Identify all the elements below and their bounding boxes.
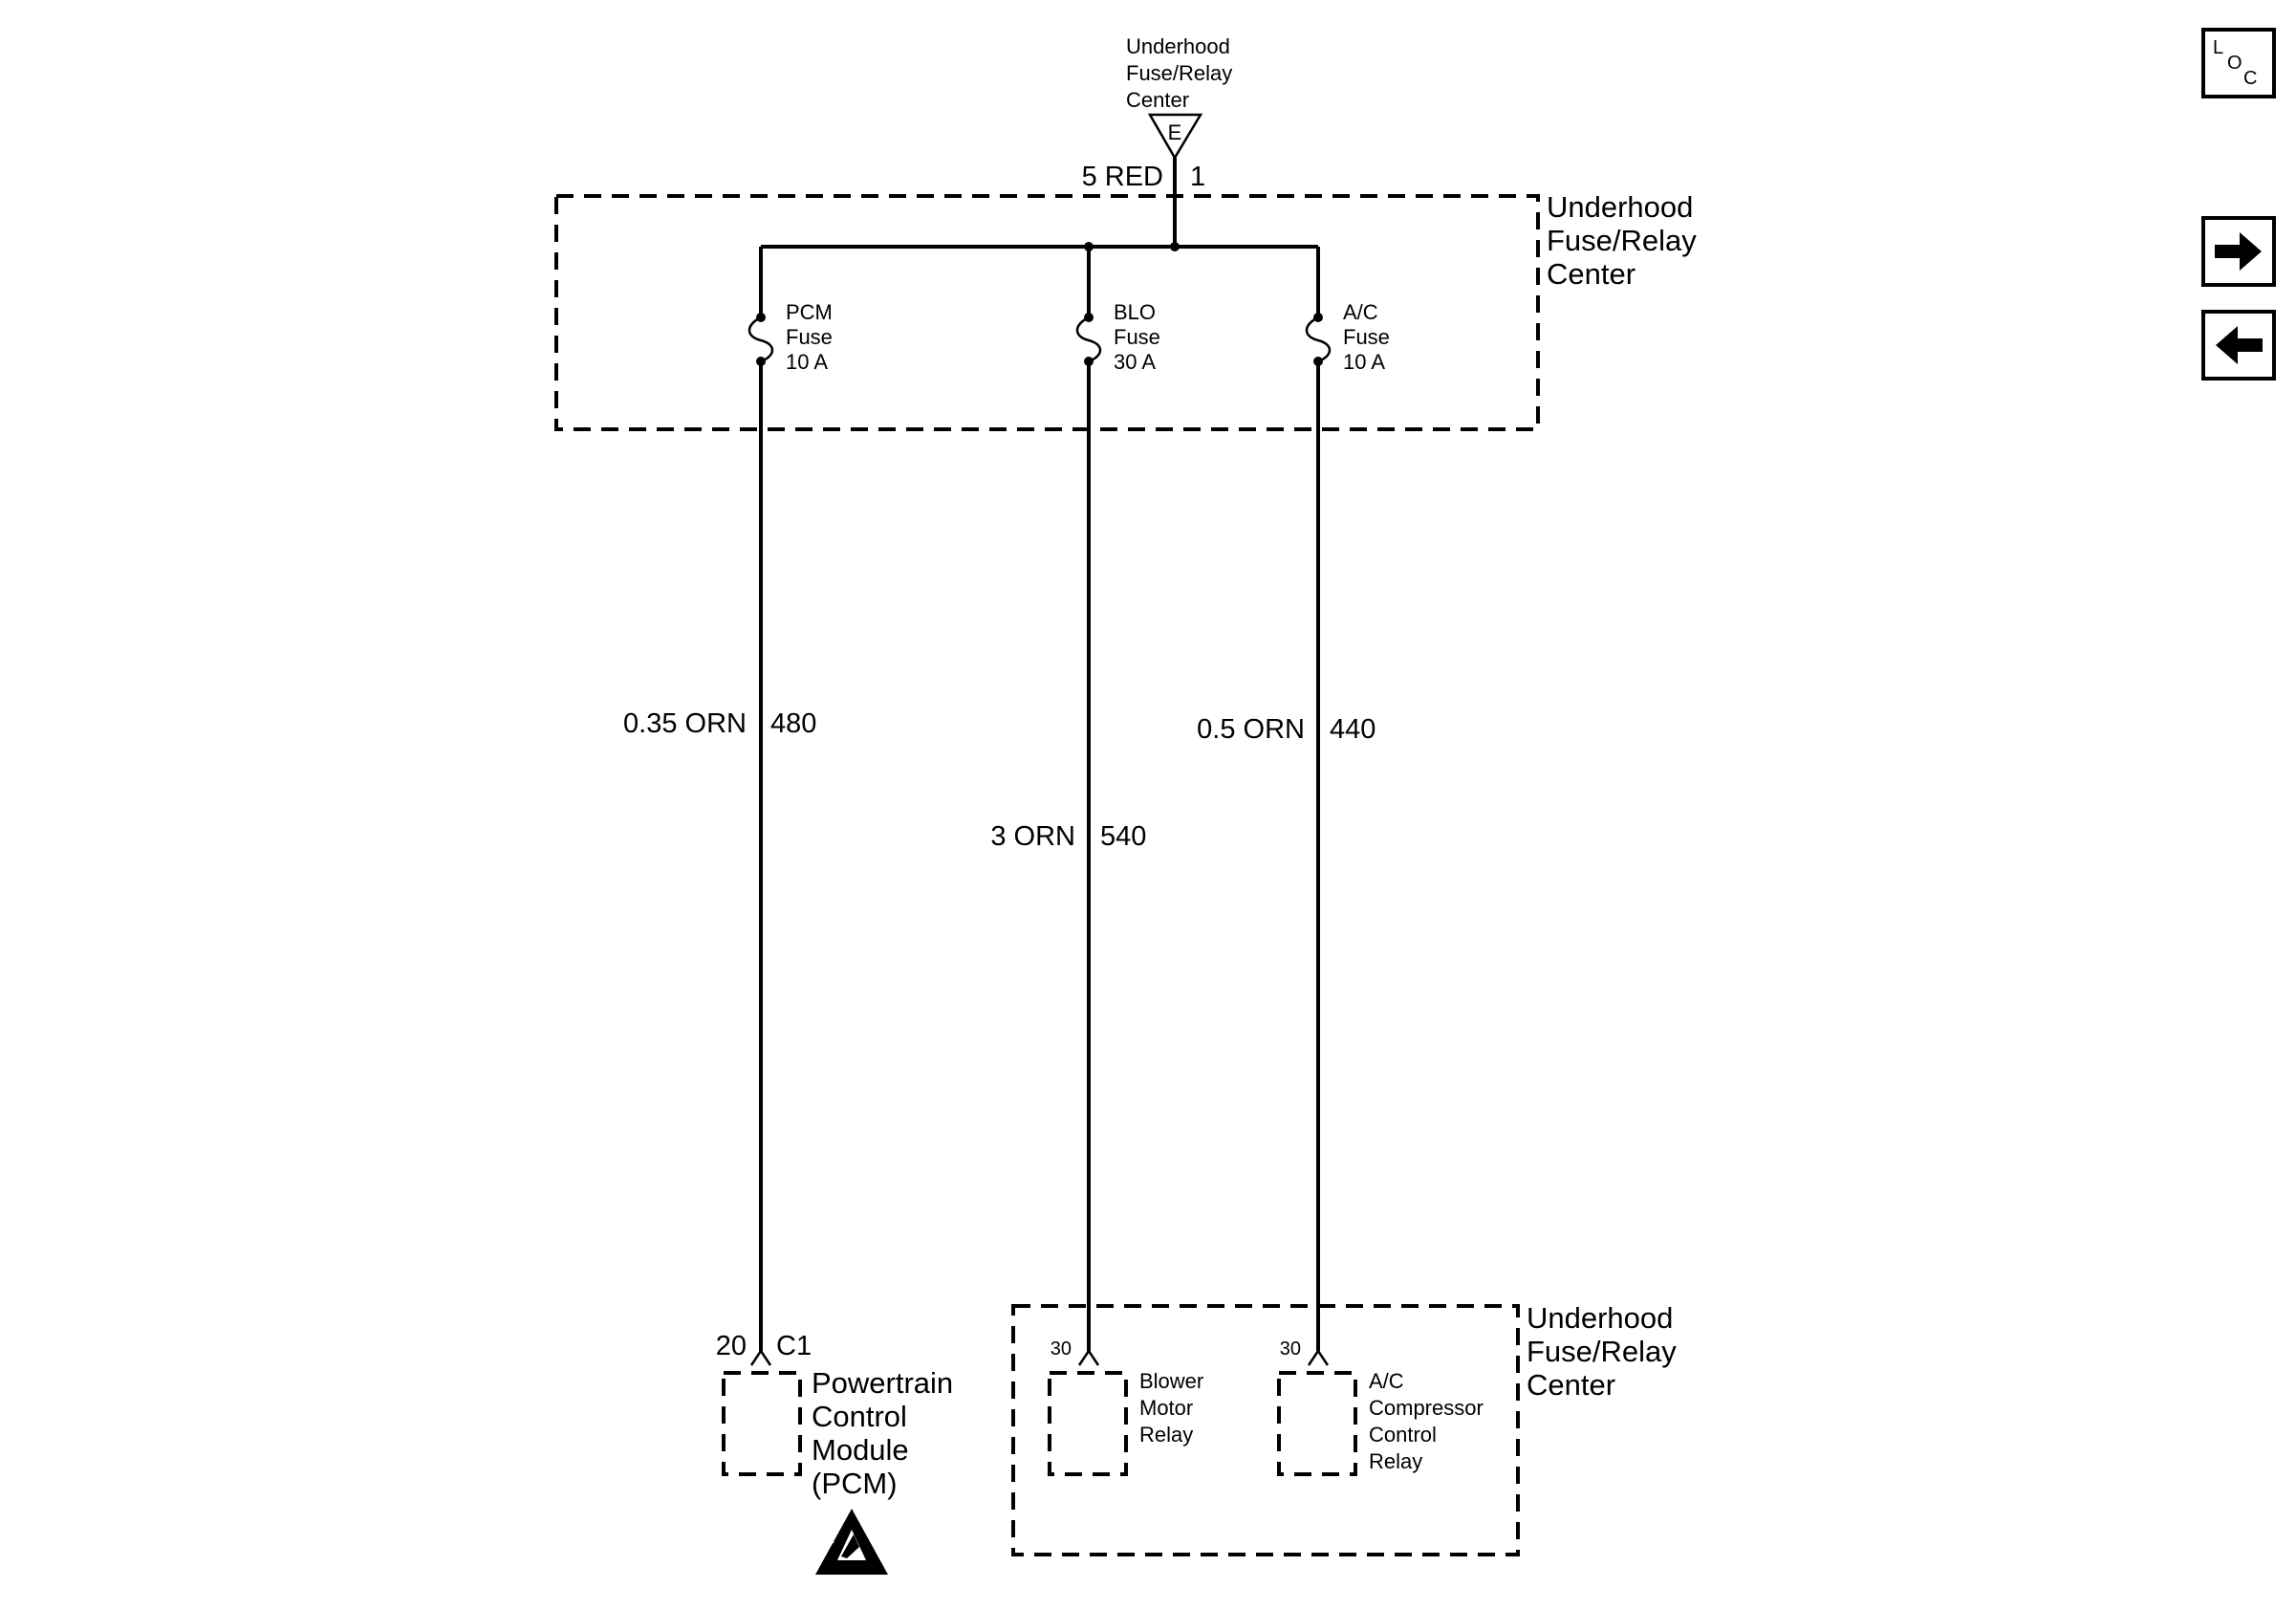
ac-fuse-line-1: A/C bbox=[1343, 300, 1378, 324]
ac-fuse-line-3: 10 A bbox=[1343, 350, 1385, 374]
loc-icon: L O C bbox=[2213, 37, 2257, 89]
back-button[interactable] bbox=[2201, 310, 2276, 381]
source-line-3: Center bbox=[1126, 88, 1189, 112]
ac-fuse bbox=[1305, 247, 1332, 366]
blo-fuse-line-3: 30 A bbox=[1114, 350, 1156, 374]
forward-button[interactable] bbox=[2201, 216, 2276, 287]
circuit-480-number: 480 bbox=[770, 708, 816, 739]
connector-e-symbol: E bbox=[1147, 113, 1203, 161]
ac-relay-label: A/C Compressor Control Relay bbox=[1369, 1369, 1484, 1473]
circuit-480-wire-label: 0.35 ORN bbox=[623, 708, 747, 739]
bus-splice-main bbox=[1170, 242, 1180, 251]
circuit-540-number: 540 bbox=[1100, 821, 1146, 852]
blower-relay-pin-number: 30 bbox=[1051, 1338, 1072, 1360]
fuse-block-line-2: Fuse/Relay bbox=[1547, 224, 1697, 257]
svg-text:C: C bbox=[2243, 68, 2257, 89]
blo-fuse-label: BLO Fuse 30 A bbox=[1114, 300, 1160, 374]
esd-warning-icon bbox=[815, 1509, 888, 1575]
ac-fuse-label: A/C Fuse 10 A bbox=[1343, 300, 1390, 374]
pcm-component-box bbox=[722, 1371, 802, 1476]
pcm-connector-pin bbox=[749, 1348, 772, 1366]
circuit-440-number: 440 bbox=[1330, 714, 1375, 745]
feed-pin-number: 1 bbox=[1190, 162, 1205, 192]
relay-block-line-3: Center bbox=[1527, 1368, 1615, 1402]
ac-relay-line-1: A/C bbox=[1369, 1369, 1404, 1393]
source-line-2: Fuse/Relay bbox=[1126, 61, 1232, 85]
relay-block-label: Underhood Fuse/Relay Center bbox=[1527, 1301, 1677, 1402]
pcm-label: Powertrain Control Module (PCM) bbox=[812, 1366, 953, 1500]
source-line-1: Underhood bbox=[1126, 34, 1230, 58]
blo-fuse bbox=[1075, 247, 1102, 366]
blower-relay-line-2: Motor bbox=[1139, 1396, 1193, 1420]
blo-fuse-line-1: BLO bbox=[1114, 300, 1156, 324]
blo-fuse-line-2: Fuse bbox=[1114, 325, 1160, 349]
circuit-440-wire-label: 0.5 ORN bbox=[1197, 714, 1305, 745]
blower-relay-label: Blower Motor Relay bbox=[1139, 1369, 1203, 1447]
pcm-label-line-1: Powertrain bbox=[812, 1366, 953, 1400]
source-connector-label: Underhood Fuse/Relay Center bbox=[1126, 34, 1232, 112]
blower-relay-line-1: Blower bbox=[1139, 1369, 1203, 1393]
pcm-fuse-line-3: 10 A bbox=[786, 350, 828, 374]
blower-relay-line-3: Relay bbox=[1139, 1423, 1193, 1447]
pcm-label-line-3: Module bbox=[812, 1433, 909, 1467]
ac-relay-line-2: Compressor bbox=[1369, 1396, 1484, 1420]
svg-text:O: O bbox=[2227, 53, 2242, 74]
relay-block-line-2: Fuse/Relay bbox=[1527, 1335, 1677, 1368]
fuse-block-line-1: Underhood bbox=[1547, 190, 1693, 224]
pcm-label-line-4: (PCM) bbox=[812, 1467, 898, 1500]
pcm-connector-id: C1 bbox=[776, 1331, 812, 1361]
pcm-pin-number: 20 bbox=[716, 1331, 747, 1361]
pcm-fuse-line-2: Fuse bbox=[786, 325, 833, 349]
relay-block-outline bbox=[1011, 1304, 1520, 1556]
ac-relay-line-4: Relay bbox=[1369, 1449, 1422, 1473]
ac-relay-pin bbox=[1307, 1348, 1330, 1366]
arrow-right-icon bbox=[2215, 232, 2262, 271]
blower-relay-pin bbox=[1077, 1348, 1100, 1366]
ac-relay-pin-number: 30 bbox=[1280, 1338, 1301, 1360]
relay-block-line-1: Underhood bbox=[1527, 1301, 1673, 1335]
fuse-block-line-3: Center bbox=[1547, 257, 1635, 291]
svg-text:L: L bbox=[2213, 37, 2223, 58]
ac-relay-box bbox=[1277, 1371, 1357, 1476]
loc-button[interactable]: L O C bbox=[2201, 28, 2276, 98]
connector-letter: E bbox=[1168, 120, 1182, 144]
ac-fuse-line-2: Fuse bbox=[1343, 325, 1390, 349]
pcm-fuse bbox=[747, 247, 774, 366]
blower-relay-box bbox=[1048, 1371, 1128, 1476]
circuit-540-wire-label: 3 ORN bbox=[990, 821, 1075, 852]
fuse-block-outline bbox=[554, 194, 1540, 431]
arrow-left-icon bbox=[2216, 326, 2263, 364]
pcm-label-line-2: Control bbox=[812, 1400, 907, 1433]
ac-relay-line-3: Control bbox=[1369, 1423, 1437, 1447]
pcm-fuse-line-1: PCM bbox=[786, 300, 833, 324]
feed-wire-label: 5 RED bbox=[1082, 162, 1163, 192]
fuse-block-label: Underhood Fuse/Relay Center bbox=[1547, 190, 1697, 291]
pcm-fuse-label: PCM Fuse 10 A bbox=[786, 300, 833, 374]
